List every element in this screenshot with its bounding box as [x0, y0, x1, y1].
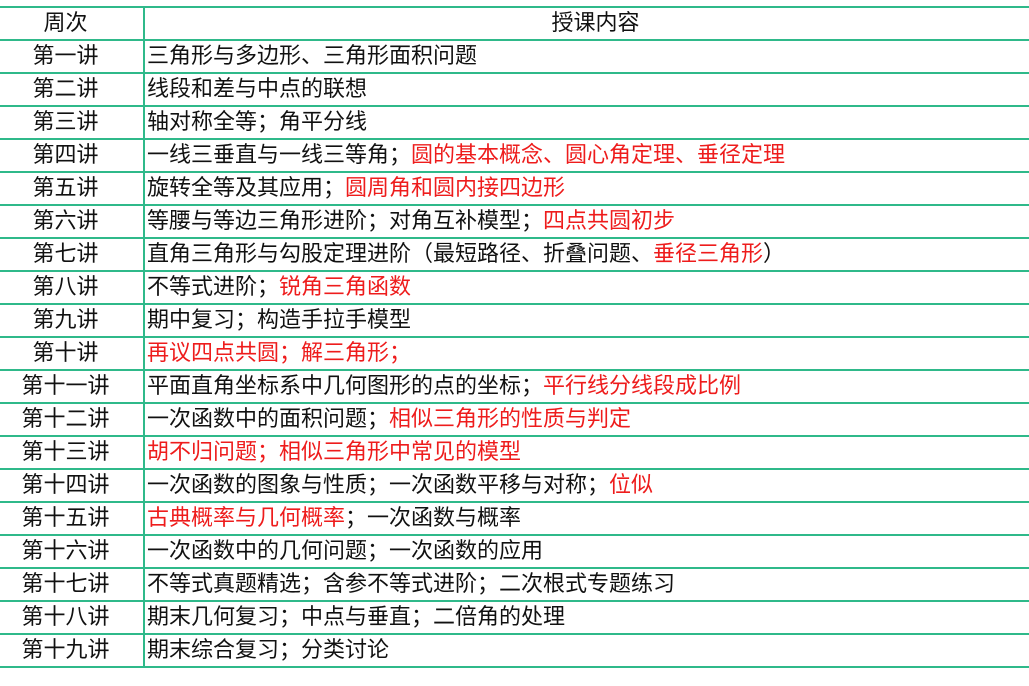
topic-text: 直角三角形与勾股定理进阶（最短路径、折叠问题、	[147, 241, 654, 267]
table-body: 第一讲三角形与多边形、三角形面积问题第二讲线段和差与中点的联想第三讲轴对称全等；…	[0, 39, 1029, 668]
topic-text: 轴对称全等；角平分线	[147, 109, 368, 135]
topic-text: ；一次函数与概率	[345, 505, 522, 531]
week-cell: 第六讲	[0, 204, 145, 239]
topic-text: 不等式真题精选；含参不等式进阶；二次根式专题练习	[147, 571, 676, 597]
topic-text: 不等式进阶；	[147, 274, 280, 300]
table-row: 第三讲轴对称全等；角平分线	[0, 105, 1029, 140]
table-row: 第十二讲一次函数中的面积问题；相似三角形的性质与判定	[0, 402, 1029, 437]
table-row: 第九讲期中复习；构造手拉手模型	[0, 303, 1029, 338]
header-row: 周次 授课内容	[0, 6, 1029, 41]
highlighted-topic: 平行线分线段成比例	[543, 373, 742, 399]
topic-text: 一次函数的图象与性质；一次函数平移与对称；	[147, 472, 610, 498]
highlighted-topic: 圆周角和圆内接四边形	[345, 175, 566, 201]
highlighted-topic: 四点共圆初步	[543, 208, 676, 234]
week-cell: 第十二讲	[0, 402, 145, 437]
topic-text: 一次函数中的几何问题；一次函数的应用	[147, 538, 544, 564]
week-cell: 第二讲	[0, 72, 145, 107]
week-cell: 第十四讲	[0, 468, 145, 503]
highlighted-topic: 古典概率与几何概率	[147, 505, 346, 531]
topic-text: 期末综合复习；分类讨论	[147, 637, 390, 663]
week-cell: 第五讲	[0, 171, 145, 206]
table-row: 第十一讲平面直角坐标系中几何图形的点的坐标；平行线分线段成比例	[0, 369, 1029, 404]
content-cell: 再议四点共圆；解三角形；	[143, 336, 1029, 371]
highlighted-topic: 再议四点共圆；解三角形；	[147, 340, 412, 366]
content-cell: 直角三角形与勾股定理进阶（最短路径、折叠问题、垂径三角形）	[143, 237, 1029, 272]
table-row: 第十五讲古典概率与几何概率；一次函数与概率	[0, 501, 1029, 536]
topic-text: 旋转全等及其应用；	[147, 175, 346, 201]
table-row: 第一讲三角形与多边形、三角形面积问题	[0, 39, 1029, 74]
topic-text: 期末几何复习；中点与垂直；二倍角的处理	[147, 604, 566, 630]
content-cell: 胡不归问题；相似三角形中常见的模型	[143, 435, 1029, 470]
highlighted-topic: 圆的基本概念、圆心角定理、垂径定理	[411, 142, 786, 168]
content-cell: 期末几何复习；中点与垂直；二倍角的处理	[143, 600, 1029, 635]
table-row: 第八讲不等式进阶；锐角三角函数	[0, 270, 1029, 305]
header-content: 授课内容	[143, 6, 1029, 41]
week-cell: 第十讲	[0, 336, 145, 371]
week-cell: 第四讲	[0, 138, 145, 173]
week-cell: 第一讲	[0, 39, 145, 74]
content-cell: 一线三垂直与一线三等角；圆的基本概念、圆心角定理、垂径定理	[143, 138, 1029, 173]
content-cell: 线段和差与中点的联想	[143, 72, 1029, 107]
content-cell: 轴对称全等；角平分线	[143, 105, 1029, 140]
table-row: 第十讲再议四点共圆；解三角形；	[0, 336, 1029, 371]
week-cell: 第十五讲	[0, 501, 145, 536]
week-cell: 第八讲	[0, 270, 145, 305]
week-cell: 第十八讲	[0, 600, 145, 635]
table-row: 第十六讲一次函数中的几何问题；一次函数的应用	[0, 534, 1029, 569]
content-cell: 不等式真题精选；含参不等式进阶；二次根式专题练习	[143, 567, 1029, 602]
table-row: 第十四讲一次函数的图象与性质；一次函数平移与对称；位似	[0, 468, 1029, 503]
table-row: 第十八讲期末几何复习；中点与垂直；二倍角的处理	[0, 600, 1029, 635]
topic-text: 线段和差与中点的联想	[147, 76, 368, 102]
content-cell: 期中复习；构造手拉手模型	[143, 303, 1029, 338]
table-row: 第十三讲胡不归问题；相似三角形中常见的模型	[0, 435, 1029, 470]
week-cell: 第九讲	[0, 303, 145, 338]
table-row: 第十九讲期末综合复习；分类讨论	[0, 633, 1029, 668]
table-row: 第五讲旋转全等及其应用；圆周角和圆内接四边形	[0, 171, 1029, 206]
week-cell: 第十六讲	[0, 534, 145, 569]
week-cell: 第七讲	[0, 237, 145, 272]
header-week: 周次	[0, 6, 145, 41]
topic-text: 平面直角坐标系中几何图形的点的坐标；	[147, 373, 544, 399]
table-row: 第十七讲不等式真题精选；含参不等式进阶；二次根式专题练习	[0, 567, 1029, 602]
week-cell: 第十三讲	[0, 435, 145, 470]
topic-text: 三角形与多边形、三角形面积问题	[147, 43, 478, 69]
table-row: 第六讲等腰与等边三角形进阶；对角互补模型；四点共圆初步	[0, 204, 1029, 239]
content-cell: 一次函数中的面积问题；相似三角形的性质与判定	[143, 402, 1029, 437]
week-cell: 第三讲	[0, 105, 145, 140]
content-cell: 古典概率与几何概率；一次函数与概率	[143, 501, 1029, 536]
highlighted-topic: 相似三角形的性质与判定	[389, 406, 632, 432]
highlighted-topic: 垂径三角形	[653, 241, 764, 267]
content-cell: 一次函数中的几何问题；一次函数的应用	[143, 534, 1029, 569]
highlighted-topic: 锐角三角函数	[279, 274, 412, 300]
content-cell: 期末综合复习；分类讨论	[143, 633, 1029, 668]
topic-text: ）	[763, 241, 786, 267]
week-cell: 第十七讲	[0, 567, 145, 602]
content-cell: 等腰与等边三角形进阶；对角互补模型；四点共圆初步	[143, 204, 1029, 239]
topic-text: 期中复习；构造手拉手模型	[147, 307, 412, 333]
content-cell: 不等式进阶；锐角三角函数	[143, 270, 1029, 305]
topic-text: 等腰与等边三角形进阶；对角互补模型；	[147, 208, 544, 234]
highlighted-topic: 胡不归问题；相似三角形中常见的模型	[147, 439, 522, 465]
content-cell: 三角形与多边形、三角形面积问题	[143, 39, 1029, 74]
content-cell: 平面直角坐标系中几何图形的点的坐标；平行线分线段成比例	[143, 369, 1029, 404]
table-row: 第四讲一线三垂直与一线三等角；圆的基本概念、圆心角定理、垂径定理	[0, 138, 1029, 173]
topic-text: 一次函数中的面积问题；	[147, 406, 390, 432]
week-cell: 第十九讲	[0, 633, 145, 668]
table-row: 第二讲线段和差与中点的联想	[0, 72, 1029, 107]
table-row: 第七讲直角三角形与勾股定理进阶（最短路径、折叠问题、垂径三角形）	[0, 237, 1029, 272]
topic-text: 一线三垂直与一线三等角；	[147, 142, 412, 168]
content-cell: 旋转全等及其应用；圆周角和圆内接四边形	[143, 171, 1029, 206]
content-cell: 一次函数的图象与性质；一次函数平移与对称；位似	[143, 468, 1029, 503]
week-cell: 第十一讲	[0, 369, 145, 404]
highlighted-topic: 位似	[609, 472, 654, 498]
course-schedule-table: 周次 授课内容 第一讲三角形与多边形、三角形面积问题第二讲线段和差与中点的联想第…	[0, 6, 1029, 668]
